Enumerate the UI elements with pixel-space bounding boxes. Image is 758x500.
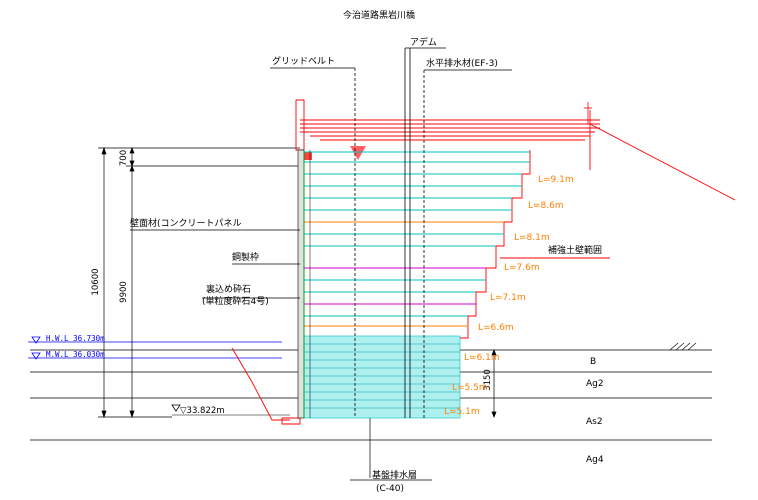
length-label-5.1: L=5.1m — [444, 407, 480, 417]
layer-ag4: Ag4 — [586, 455, 604, 465]
length-label-8.1: L=8.1m — [514, 233, 550, 243]
length-label-5.5: L=5.5m — [452, 383, 488, 393]
dimension-lines — [98, 146, 497, 419]
vertical-marker-lines — [270, 47, 512, 418]
wall-face-label: 壁面材(コンクリートパネル — [130, 217, 242, 229]
length-label-9.1: L=9.1m — [538, 175, 574, 185]
reinforcement-strips — [304, 151, 530, 327]
grid-belt-label: グリッドベルト — [272, 55, 335, 67]
guard-post — [584, 102, 592, 124]
base-drain-label-2: (C-40) — [376, 484, 404, 494]
drain-cap — [350, 146, 366, 160]
left-leaders — [130, 229, 300, 299]
base-drain-layer — [303, 335, 461, 419]
layer-as2: As2 — [586, 417, 603, 427]
layer-b: B — [590, 357, 596, 367]
strata-lines — [30, 349, 712, 441]
base-elevation-label: ▽33.822m — [180, 406, 225, 416]
dim-9900: 9900 — [119, 281, 129, 303]
dim-10600: 10600 — [91, 268, 101, 295]
mwl-marker-icon — [31, 352, 41, 360]
hwl-marker-icon — [31, 336, 41, 344]
length-label-7.1: L=7.1m — [490, 293, 526, 303]
steel-frame-label: 鋼製枠 — [232, 251, 259, 263]
reinforce-range-label: 補強土壁範囲 — [548, 244, 602, 256]
mwl-label: M.W.L 36.030m — [46, 350, 105, 359]
ground-hatch — [669, 342, 697, 351]
base-drain-label-1: 基盤排水層 — [372, 469, 417, 481]
drawing-title: 今治道路黒岩川橋 — [343, 9, 415, 21]
water-level-lines — [28, 336, 282, 360]
length-label-6.1: L=6.1m — [464, 353, 500, 363]
length-label-6.6: L=6.6m — [478, 323, 514, 333]
drain-label: 水平排水材(EF-3) — [426, 57, 498, 69]
backfill-label-1: 裏込め砕石 — [206, 283, 251, 295]
wall-facing — [297, 149, 311, 419]
layer-ag2: Ag2 — [586, 379, 604, 389]
length-label-7.6: L=7.6m — [504, 263, 540, 273]
adem-label: アデム — [410, 36, 437, 48]
dim-3150: 3150 — [483, 369, 493, 391]
wall-cap-block — [302, 152, 312, 160]
hwl-label: H.W.L 36.730m — [46, 334, 105, 343]
dim-700: 700 — [119, 150, 129, 166]
base-elevation-icon — [171, 404, 181, 412]
base-drain-hatch — [304, 343, 460, 409]
length-label-8.6: L=8.6m — [528, 201, 564, 211]
backfill-label-2: (単粒度砕石4号) — [202, 295, 269, 307]
